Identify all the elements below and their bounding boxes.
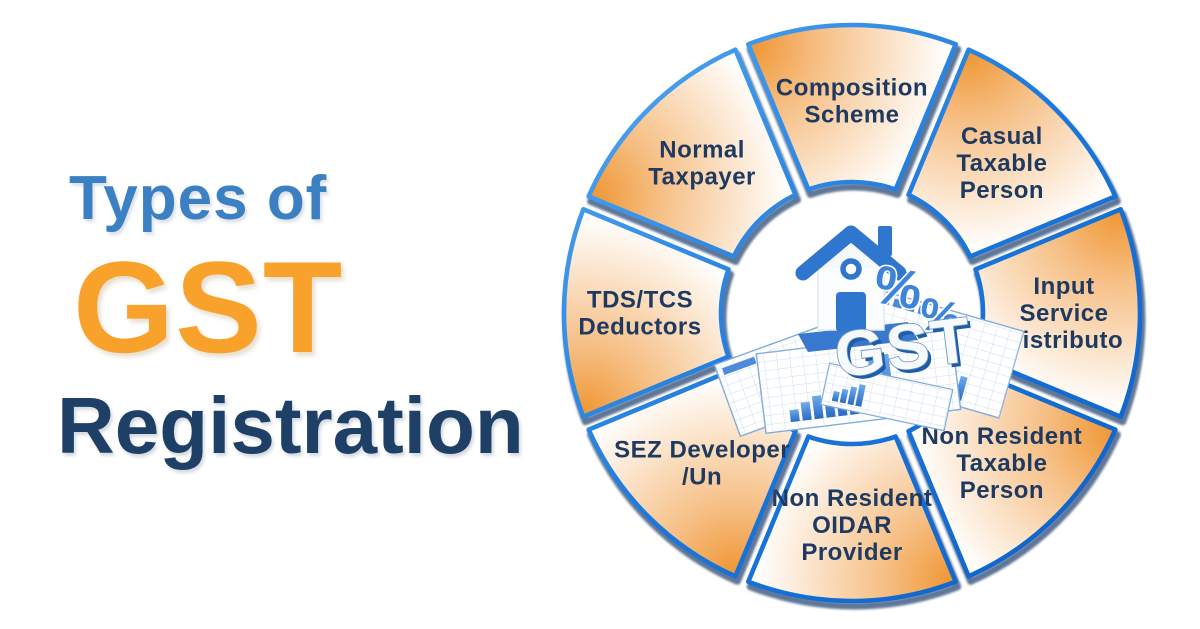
house-icon — [795, 225, 918, 352]
wheel-segment-shape-normal-taxpayer — [586, 47, 798, 259]
wheel-segment-shape-non-resident-oidar-provider — [745, 434, 959, 604]
title-block: Types of GST Registration — [57, 168, 524, 466]
wheel-segment-shape-composition-scheme — [745, 22, 959, 192]
wheel-segment-shape-tds-tcs-deductors — [561, 206, 731, 420]
title-registration: Registration — [57, 381, 524, 470]
svg-text:GST: GST — [834, 307, 979, 395]
gst-3d-text: GST GST — [830, 302, 980, 395]
wheel-segment-shape-casual-taxable-person — [906, 47, 1118, 259]
wheel-segment-label-sez-developer-unit: SEZ Developer/Un — [614, 436, 790, 490]
svg-text:GST: GST — [831, 303, 976, 391]
title-types-of: Types of — [69, 164, 328, 233]
gst-center-illustration: % % GST GST — [713, 225, 1025, 438]
percent-icon: % — [869, 254, 927, 321]
title-gst: GST — [73, 234, 344, 380]
wheel-segment-shape-input-service-distributor — [973, 206, 1143, 420]
